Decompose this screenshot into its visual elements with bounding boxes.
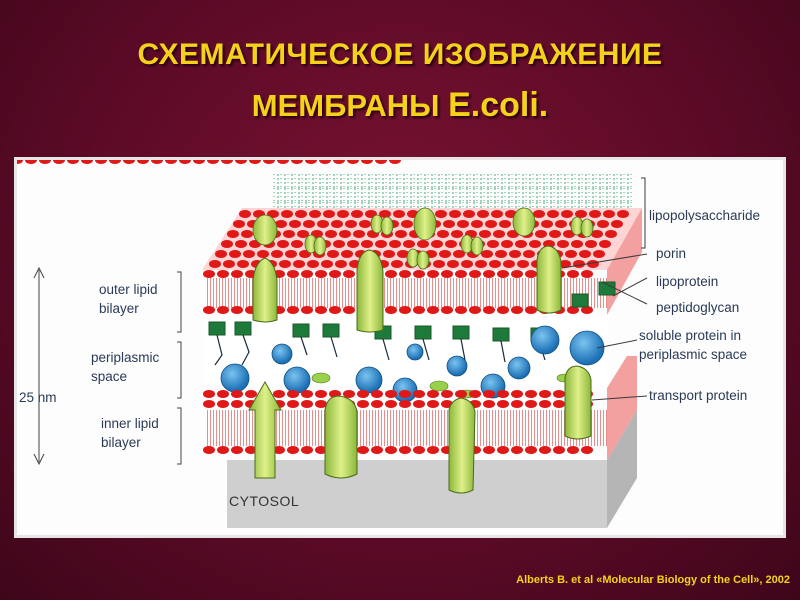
label-transport-protein: transport protein (649, 388, 747, 403)
label-outer-bilayer-line2: bilayer (99, 301, 139, 316)
page-title-line-1: СХЕМАТИЧЕСКОЕ ИЗОБРАЖЕНИЕ (137, 38, 663, 71)
membrane-diagram: lipopolysaccharide porin lipoprotein pep… (17, 160, 760, 528)
label-lipoprotein: lipoprotein (656, 274, 718, 289)
outer-head-dots (17, 160, 629, 278)
left-brackets (33, 266, 182, 466)
porins (252, 245, 562, 333)
label-cytosol: CYTOSOL (229, 493, 299, 509)
label-periplasmic-line2: space (91, 369, 127, 384)
title-membrane-word: МЕМБРАНЫ (251, 88, 449, 123)
label-scale: 25 nm (19, 390, 57, 405)
label-outer-bilayer-line1: outer lipid (99, 282, 158, 297)
lps-top-proteins (252, 207, 594, 270)
lipopolysaccharide-chains (272, 174, 632, 214)
label-inner-bilayer-line1: inner lipid (101, 416, 159, 431)
soluble-proteins (220, 325, 605, 403)
label-periplasmic-line1: periplasmic (91, 350, 160, 365)
page-title-line-2: МЕМБРАНЫ E.coli. (0, 86, 800, 125)
cytosol-front (227, 460, 607, 528)
lipoprotein-links (214, 334, 546, 366)
cytosol-side (607, 410, 637, 528)
diagram-panel: lipopolysaccharide porin lipoprotein pep… (14, 157, 786, 538)
transport-proteins (248, 365, 592, 494)
title-organism: E.coli. (448, 86, 549, 124)
peptidoglycan-layer (208, 281, 616, 342)
label-porin: porin (656, 246, 686, 261)
label-soluble-protein-line2: periplasmic space (639, 347, 747, 362)
label-soluble-protein-line1: soluble protein in (639, 328, 741, 343)
citation: Alberts B. et al «Molecular Biology of t… (516, 574, 790, 586)
label-inner-bilayer-line2: bilayer (101, 435, 141, 450)
label-peptidoglycan: peptidoglycan (656, 300, 739, 315)
inner-membrane-side (607, 356, 637, 460)
label-lipopolysaccharide: lipopolysaccharide (649, 208, 760, 223)
right-leaders (561, 177, 648, 401)
